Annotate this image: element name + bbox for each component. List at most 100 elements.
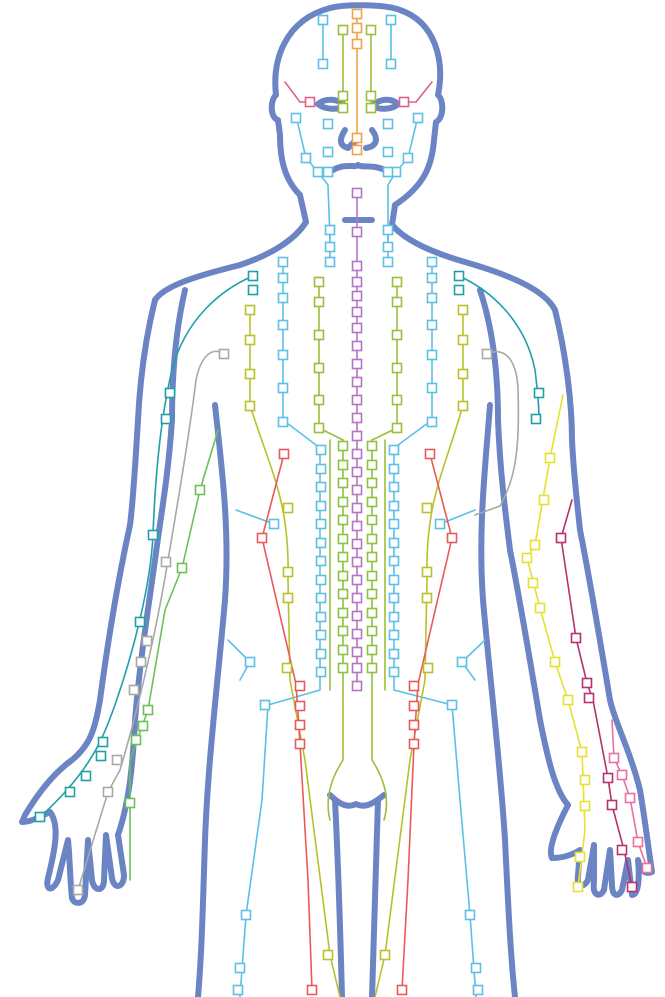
head-bladder-right-acupoint <box>387 60 396 69</box>
liver-right-acupoint <box>410 682 419 691</box>
bladder-torso-right-a-acupoint <box>428 294 437 303</box>
large-intestine-right-acupoint <box>604 774 613 783</box>
small-intestine-right-acupoint <box>523 554 532 563</box>
liver-left-acupoint <box>296 740 305 749</box>
spleen-left-acupoint <box>246 336 255 345</box>
triple-burner-right-acupoint <box>626 794 635 803</box>
small-intestine-right-acupoint <box>576 853 585 862</box>
kidney-left-acupoint <box>339 479 348 488</box>
heart-left-acupoint <box>144 706 153 715</box>
conception-vessel-acupoint <box>353 360 362 369</box>
bladder-neck-right-acupoint <box>384 258 393 267</box>
triple-burner-right-acupoint <box>634 838 643 847</box>
governing-vessel-acupoint <box>353 40 362 49</box>
bladder-torso-left-a-acupoint <box>317 465 326 474</box>
bladder-side-right-acupoint <box>458 658 467 667</box>
bladder-torso-right-a-acupoint <box>390 502 399 511</box>
stomach-chest-left-acupoint <box>315 364 324 373</box>
kidney-left-acupoint <box>339 535 348 544</box>
stomach-chest-right-acupoint <box>393 298 402 307</box>
kidney-left-acupoint <box>339 498 348 507</box>
spleen-left-acupoint <box>283 664 292 673</box>
liver-left-acupoint <box>308 986 317 995</box>
kidney-left-acupoint <box>339 664 348 673</box>
bladder-torso-left-a-acupoint <box>317 502 326 511</box>
bladder-neck-left-acupoint <box>326 226 335 235</box>
lung-left-acupoint <box>36 813 45 822</box>
bladder-torso-right-a-acupoint <box>390 539 399 548</box>
bladder-torso-right-a-acupoint <box>390 650 399 659</box>
bladder-torso-right-a-acupoint <box>390 594 399 603</box>
stomach-chest-left-acupoint <box>315 396 324 405</box>
bladder-torso-left-a-acupoint <box>279 418 288 427</box>
head-bladder-left-acupoint <box>319 60 328 69</box>
spleen-left-acupoint <box>324 951 333 960</box>
bladder-torso-left-a-acupoint <box>317 613 326 622</box>
lung-left-acupoint <box>66 788 75 797</box>
bladder-torso-left-a-acupoint <box>279 321 288 330</box>
pericardium-left-acupoint <box>113 756 122 765</box>
kidney-left-acupoint <box>339 590 348 599</box>
bladder-torso-left-a-acupoint <box>317 446 326 455</box>
bladder-torso-left-a-acupoint <box>317 576 326 585</box>
large-intestine-right-acupoint <box>618 846 627 855</box>
bladder-torso-right-a-acupoint <box>428 274 437 283</box>
spleen-left-acupoint <box>246 370 255 379</box>
bladder-torso-left-a-acupoint <box>317 557 326 566</box>
kidney-left-acupoint <box>339 553 348 562</box>
stomach-chest-left-acupoint <box>315 298 324 307</box>
governing-vessel-acupoint <box>353 10 362 19</box>
bladder-torso-left-a-acupoint <box>317 539 326 548</box>
bladder-torso-left-a-acupoint <box>236 964 245 973</box>
bladder-torso-left-a-acupoint <box>279 384 288 393</box>
bladder-torso-right-a-acupoint <box>390 465 399 474</box>
liver-left-acupoint <box>280 450 289 459</box>
spleen-left-line <box>250 310 340 997</box>
head-green-right-acupoint <box>367 104 376 113</box>
bladder-torso-right-a-acupoint <box>428 321 437 330</box>
lung-left-acupoint <box>249 286 258 295</box>
bladder-torso-left-a-acupoint <box>234 986 243 995</box>
head-side-right-acupoint <box>384 148 393 157</box>
spleen-right-acupoint <box>423 594 432 603</box>
kidney-right-acupoint <box>368 479 377 488</box>
spleen-left-acupoint <box>246 402 255 411</box>
head-side-right-acupoint <box>414 114 423 123</box>
head-side-right-acupoint <box>384 168 393 177</box>
head-side-left-acupoint <box>302 154 311 163</box>
head-side-left-line <box>296 116 330 240</box>
bladder-torso-right-a-acupoint <box>466 911 475 920</box>
bladder-torso-left-a-acupoint <box>317 668 326 677</box>
right-leg-inner <box>372 800 378 997</box>
conception-vessel-acupoint <box>353 432 362 441</box>
bladder-torso-right-a-acupoint <box>390 631 399 640</box>
small-intestine-right-acupoint <box>529 579 538 588</box>
lung-left-acupoint <box>162 415 171 424</box>
bladder-torso-right-a-acupoint <box>390 668 399 677</box>
liver-right-acupoint <box>448 534 457 543</box>
pericardium-left-acupoint <box>130 686 139 695</box>
head-side-left-acupoint <box>324 120 333 129</box>
small-intestine-right-acupoint <box>581 802 590 811</box>
crotch <box>330 795 384 806</box>
spleen-right-acupoint <box>459 306 468 315</box>
bladder-torso-left-a-acupoint <box>317 650 326 659</box>
head-side-left-acupoint <box>324 148 333 157</box>
spleen-right-acupoint <box>424 664 433 673</box>
kidney-right-acupoint <box>368 442 377 451</box>
stomach-chest-right-acupoint <box>393 331 402 340</box>
kidney-right-acupoint <box>368 646 377 655</box>
face-red-left-acupoint <box>306 98 315 107</box>
bladder-neck-left-acupoint <box>326 258 335 267</box>
head-bladder-left-acupoint <box>319 16 328 25</box>
bladder-torso-left-a-acupoint <box>317 483 326 492</box>
conception-vessel-acupoint <box>353 278 362 287</box>
lung-right-acupoint <box>455 286 464 295</box>
head-green-left-acupoint <box>339 104 348 113</box>
body-outline <box>22 5 652 997</box>
stomach-chest-right-acupoint <box>393 364 402 373</box>
conception-vessel-acupoint <box>353 682 362 691</box>
lung-right-acupoint <box>455 272 464 281</box>
triple-burner-right-acupoint <box>618 771 627 780</box>
spleen-left-acupoint <box>284 568 293 577</box>
